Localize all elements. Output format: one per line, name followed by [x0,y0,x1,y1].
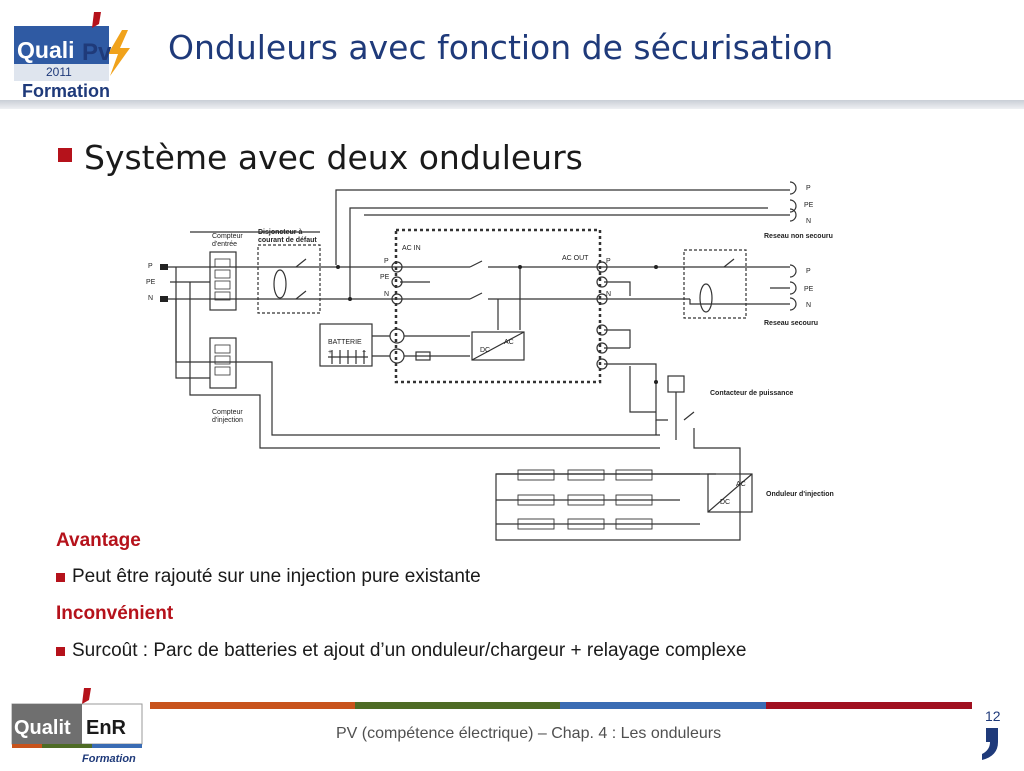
compteur-entree [209,251,237,311]
bullet-square-icon [56,646,65,656]
svg-text:PE: PE [804,286,814,293]
svg-text:−: − [362,349,366,356]
svg-text:PE: PE [146,279,156,286]
svg-text:DC: DC [720,499,730,506]
footer-bar-green [355,702,560,709]
drawback-text: Surcoût : Parc de batteries et ajout d’u… [72,640,747,661]
svg-text:DC: DC [480,347,490,354]
svg-text:PE: PE [804,202,814,209]
contacteur-puissance [667,375,685,393]
page-number: 12 [985,708,1001,724]
header-rule [0,100,1024,109]
svg-text:AC IN: AC IN [402,245,421,252]
svg-text:AC: AC [504,339,514,346]
svg-text:Qualit: Qualit [14,717,71,739]
apostrophe-logo-icon [980,728,1000,765]
svg-text:N: N [806,218,811,225]
svg-text:+: + [328,349,332,356]
svg-text:Reseau non secouru: Reseau non secouru [764,233,833,240]
advantage-text: Peut être rajouté sur une injection pure… [72,566,481,587]
svg-text:EnR: EnR [86,717,127,739]
footer-bar-orange [150,702,355,709]
advantage-item: Peut être rajouté sur une injection pure… [56,566,481,588]
svg-text:Quali: Quali [17,37,75,63]
onduleur-chargeur-frame [394,228,602,384]
svg-text:d'entrée: d'entrée [212,241,237,248]
svg-text:P: P [806,185,811,192]
drawback-heading: Inconvénient [56,603,174,624]
main-bullet-text: Système avec deux onduleurs [84,138,583,177]
compteur-injection [209,337,237,389]
onduleur-injection-box [707,473,753,513]
svg-text:Reseau secouru: Reseau secouru [764,320,818,327]
wiring-diagram: P PE N Compteur d'entrée Compteur d'inje… [146,181,834,541]
page-title: Onduleurs avec fonction de sécurisation [168,28,834,67]
svg-text:Compteur: Compteur [212,409,243,416]
main-bullet: Système avec deux onduleurs [58,138,583,177]
bullet-square-icon [58,147,72,162]
svg-text:courant de défaut: courant de défaut [258,237,317,244]
svg-text:N: N [806,302,811,309]
bullet-square-icon [56,572,65,582]
svg-text:Onduleur d'injection: Onduleur d'injection [766,491,834,498]
svg-text:Compteur: Compteur [212,233,243,240]
svg-text:P: P [148,263,153,270]
footer-bar-red [766,702,972,709]
svg-text:P: P [384,258,389,265]
svg-text:P: P [606,258,611,265]
qualipv-logo: Quali Pv 2011 Formation [10,6,145,101]
svg-text:AC: AC [736,481,746,488]
svg-text:Contacteur de puissance: Contacteur de puissance [710,390,793,397]
batterie [319,323,373,367]
svg-text:Disjoncteur à: Disjoncteur à [258,229,302,236]
disjoncteur-secouru-box [683,249,747,319]
advantage-heading: Avantage [56,530,141,551]
svg-text:Pv: Pv [82,39,112,66]
svg-text:Formation: Formation [22,81,110,101]
svg-text:N: N [384,291,389,298]
convertisseur-dc-ac [471,331,525,361]
qualitenr-logo: Qualit EnR Formation [10,686,145,766]
disjoncteur-box [257,244,321,314]
footer-bar-blue [560,702,766,709]
svg-text:N: N [148,295,153,302]
svg-text:AC OUT: AC OUT [562,255,589,262]
svg-text:P: P [806,268,811,275]
svg-text:d'injection: d'injection [212,417,243,424]
svg-text:Formation: Formation [82,753,136,765]
svg-text:BATTERIE: BATTERIE [328,339,362,346]
footer-text: PV (compétence électrique) – Chap. 4 : L… [336,725,722,742]
svg-text:PE: PE [380,274,390,281]
drawback-item: Surcoût : Parc de batteries et ajout d’u… [56,640,746,662]
svg-text:N: N [606,291,611,298]
svg-text:2011: 2011 [46,65,72,79]
